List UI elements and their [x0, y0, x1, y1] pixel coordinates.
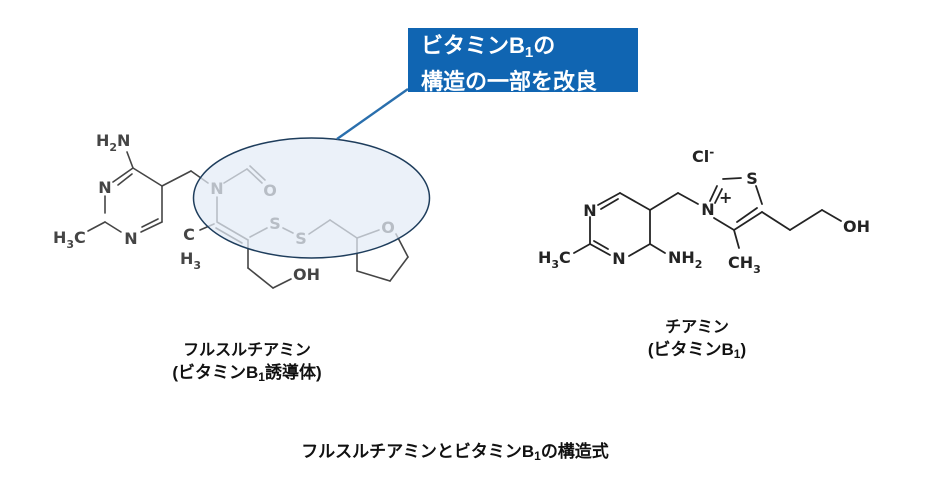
n1-label: N — [124, 229, 137, 248]
callout-connector-line — [336, 88, 409, 140]
thiamine-caption: チアミン (ビタミンB1) — [597, 317, 797, 366]
plus-sign: + — [719, 188, 732, 207]
oh-label: OH — [293, 265, 320, 284]
methyl-h3-label: H3 — [180, 249, 201, 272]
nh2-label: NH2 — [668, 248, 702, 271]
ch3-label: CH3 — [728, 253, 761, 276]
highlight-ellipse — [192, 137, 431, 259]
callout-line2: 構造の一部を改良 — [421, 69, 598, 94]
n3-label: N — [98, 178, 111, 197]
s-label: S — [746, 169, 758, 188]
thiamine-subtitle: (ビタミンB1) — [647, 340, 747, 361]
fursultiamine-caption: フルスルチアミン (ビタミンB1誘導体) — [147, 340, 347, 389]
fursultiamine-name: フルスルチアミン — [183, 342, 311, 359]
callout-line1: ビタミンB1の — [421, 33, 556, 61]
methyl-c-label: C — [183, 225, 195, 244]
n1-label: N — [583, 201, 596, 220]
thiamine-structure: Cl- N N H3C NH2 N + S CH3 OH — [538, 145, 870, 276]
h2n-label: H2N — [96, 131, 130, 154]
h3c-label: H3C — [53, 228, 86, 251]
n-plus-label: N — [701, 200, 714, 219]
n3-label: N — [612, 249, 625, 268]
thiamine-name: チアミン — [665, 319, 729, 336]
fursultiamine-subtitle: (ビタミンB1誘導体) — [172, 363, 322, 384]
h3c-label: H3C — [538, 248, 571, 271]
callout: ビタミンB1の 構造の一部を改良 — [408, 28, 638, 94]
oh-label: OH — [843, 217, 870, 236]
figure-title: フルスルチアミンとビタミンB1の構造式 — [301, 442, 609, 463]
chloride-label: Cl- — [692, 145, 714, 166]
